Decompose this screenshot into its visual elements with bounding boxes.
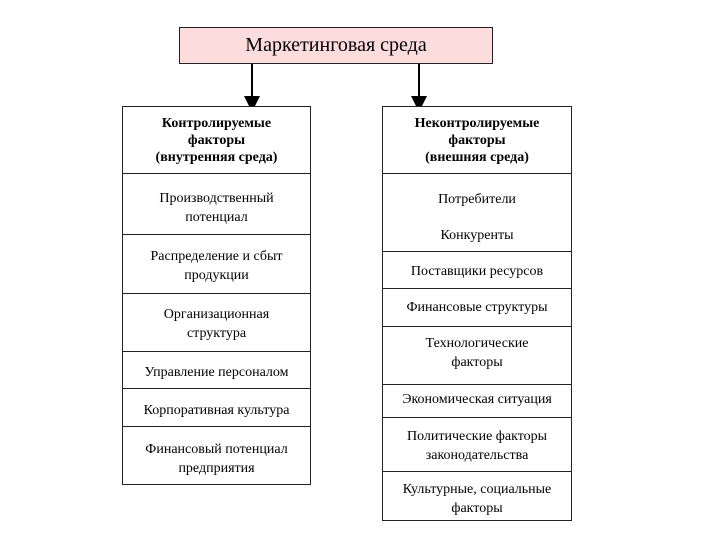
right-divider <box>383 326 571 327</box>
left-divider <box>123 388 310 389</box>
left-item: Корпоративная культура <box>143 403 290 418</box>
controllable-factors-column: Контролируемые факторы (внутренняя среда… <box>122 106 311 485</box>
left-item: Производственный потенциал <box>159 191 274 225</box>
left-item: Распределение и сбыт продукции <box>150 249 283 283</box>
right-item: Потребители <box>438 192 516 207</box>
right-divider <box>383 288 571 289</box>
right-item: Технологические факторы <box>425 336 529 370</box>
right-item: Конкуренты <box>440 228 514 243</box>
right-divider <box>383 471 571 472</box>
right-item: Культурные, социальные факторы <box>402 482 552 516</box>
right-item: Финансовые структуры <box>406 300 548 315</box>
right-item: Политические факторы законодательства <box>406 429 548 463</box>
left-divider <box>123 426 310 427</box>
uncontrollable-factors-header: Неконтролируемые факторы (внешняя среда) <box>383 107 571 174</box>
uncontrollable-factors-column: Неконтролируемые факторы (внешняя среда)… <box>382 106 572 521</box>
right-divider <box>383 384 571 385</box>
left-divider <box>123 234 310 235</box>
right-item: Поставщики ресурсов <box>410 264 544 279</box>
marketing-environment-box: Маркетинговая среда <box>179 27 493 64</box>
right-divider <box>383 251 571 252</box>
right-item: Экономическая ситуация <box>402 392 552 407</box>
left-divider <box>123 351 310 352</box>
right-divider <box>383 417 571 418</box>
left-divider <box>123 293 310 294</box>
left-item: Организационная структура <box>163 307 270 341</box>
left-item: Финансовый потенциал предприятия <box>145 442 288 476</box>
controllable-factors-header: Контролируемые факторы (внутренняя среда… <box>123 107 310 174</box>
left-item: Управление персоналом <box>144 365 289 380</box>
